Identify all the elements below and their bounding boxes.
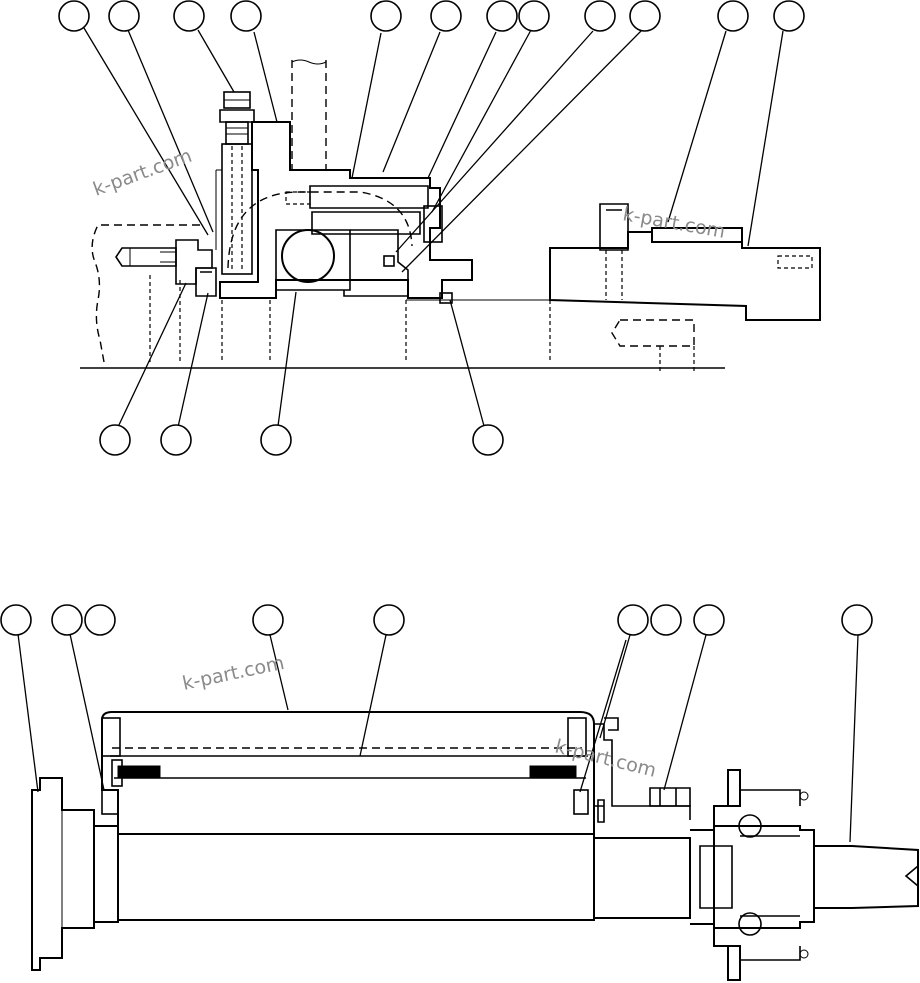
top-callout-bubbles xyxy=(58,0,805,456)
left-small-block xyxy=(111,759,123,787)
watermark-text: k-part.com xyxy=(621,203,727,243)
right-top-plate xyxy=(604,717,619,731)
left-housing-outline xyxy=(91,224,200,363)
bearing-inner xyxy=(343,229,409,297)
callout-bubble xyxy=(0,604,32,636)
hub-outer-cover xyxy=(740,789,801,961)
top-assembly xyxy=(80,27,821,428)
right-seal-band xyxy=(529,765,577,779)
bearing-ball xyxy=(281,229,335,283)
callout-bubble xyxy=(160,424,192,456)
callout-bubble xyxy=(370,0,402,32)
housing-bolts xyxy=(285,185,443,267)
drum-left-cap xyxy=(101,717,121,757)
callout-bubble xyxy=(58,0,90,32)
output-shaft xyxy=(594,837,691,919)
hub-bearing-ball-lower xyxy=(738,912,762,936)
left-seal-band xyxy=(117,765,161,779)
tapered-shaft-tip xyxy=(904,865,919,887)
swing-arc xyxy=(227,191,413,269)
callout-bubble xyxy=(486,0,518,32)
callout-bubble xyxy=(260,424,292,456)
callout-bubble xyxy=(173,0,205,32)
right-spacer xyxy=(573,789,589,815)
upright-shaft xyxy=(291,60,327,170)
callout-bubble xyxy=(230,0,262,32)
hub-small-mark-1 xyxy=(799,791,809,801)
upright-shaft-break xyxy=(291,59,327,65)
bearing-race xyxy=(275,229,351,291)
callout-bubble xyxy=(629,0,661,32)
callout-bubble xyxy=(252,604,284,636)
callout-bubble xyxy=(584,0,616,32)
hub-inner-shoulders xyxy=(699,835,800,917)
bottom-assembly xyxy=(17,633,919,981)
right-hub-threaded-hole xyxy=(777,255,813,269)
callout-bubble xyxy=(773,0,805,32)
drum-housing xyxy=(101,711,595,835)
main-housing xyxy=(219,121,473,299)
hub-bearing-ball-upper xyxy=(738,814,762,838)
snap-ring xyxy=(439,292,453,304)
hub-body xyxy=(713,825,815,929)
right-hub-top xyxy=(651,227,820,249)
drum-right-cap xyxy=(567,717,587,757)
callout-bubble xyxy=(99,424,131,456)
lower-bore xyxy=(611,319,695,347)
right-hub-bolt-shank xyxy=(605,250,623,300)
watermark-text: k-part.com xyxy=(90,145,195,201)
bottom-callout-bubbles xyxy=(0,604,873,636)
right-hub xyxy=(549,231,821,321)
grease-fitting xyxy=(215,91,255,275)
callout-bubble xyxy=(51,604,83,636)
left-spacer xyxy=(101,789,119,815)
main-tube xyxy=(117,833,595,921)
left-end-flange xyxy=(31,777,95,971)
callout-bubble xyxy=(430,0,462,32)
hub-small-mark-2 xyxy=(799,949,809,959)
callout-bubble xyxy=(373,604,405,636)
bottom-leader-lines xyxy=(17,633,859,843)
shaft-lines-right xyxy=(549,300,695,372)
callout-bubble xyxy=(841,604,873,636)
small-bolt-group xyxy=(649,787,691,807)
left-collar xyxy=(93,825,119,923)
oil-seal xyxy=(195,267,217,297)
tapered-shaft xyxy=(814,845,919,909)
callout-bubble xyxy=(84,604,116,636)
left-bolt xyxy=(115,247,177,267)
watermark-text: k-part.com xyxy=(180,652,286,695)
callout-bubble xyxy=(518,0,550,32)
callout-bubble xyxy=(108,0,140,32)
right-hub-bolt xyxy=(599,203,629,251)
callout-bubble xyxy=(472,424,504,456)
left-retainer xyxy=(175,239,213,285)
callout-bubble xyxy=(693,604,725,636)
callout-bubble xyxy=(617,604,649,636)
callout-bubble xyxy=(650,604,682,636)
left-housing-inner xyxy=(149,275,271,362)
right-bracket-small xyxy=(597,799,605,823)
callout-bubble xyxy=(717,0,749,32)
